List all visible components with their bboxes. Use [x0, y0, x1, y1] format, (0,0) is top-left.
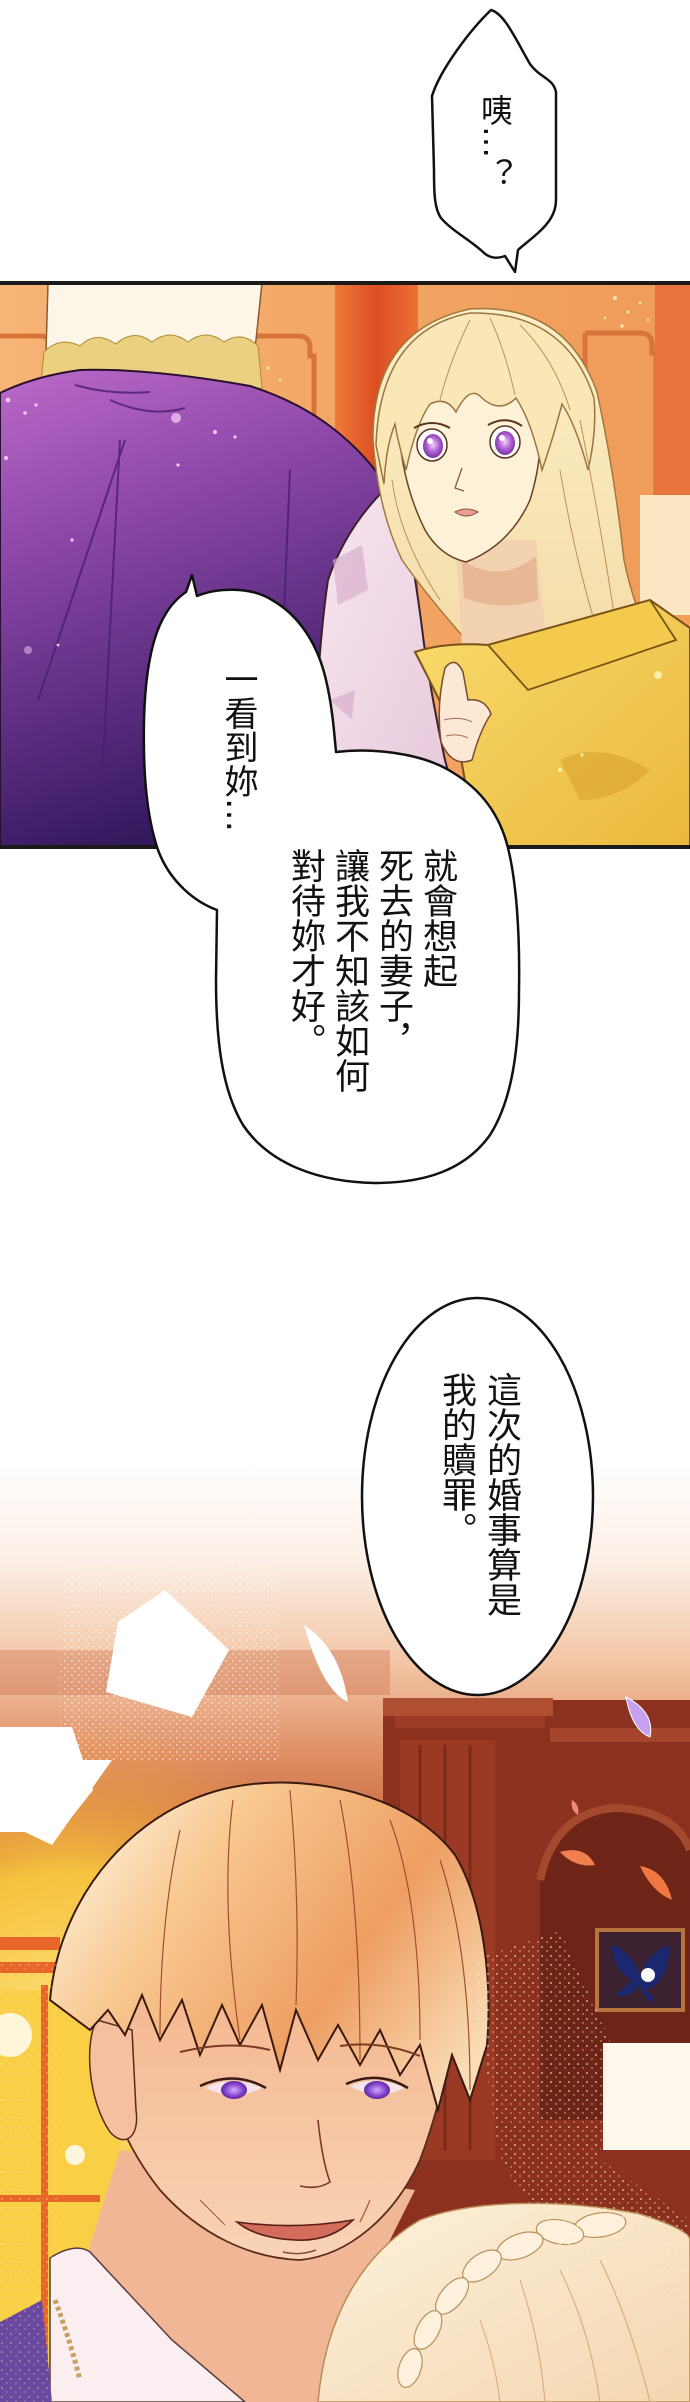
- butterfly-painting: [595, 1928, 685, 2012]
- white-petal: [304, 1625, 348, 1702]
- sparkle: [641, 1968, 655, 1982]
- man-eyes: [199, 2076, 409, 2099]
- bubble-4-line-1: 這次的婚事算是: [481, 1372, 521, 1617]
- bubble-3-line-2: 死去的妻子，: [373, 848, 413, 1058]
- woman-bangs: [375, 312, 596, 485]
- panel-2-illustration: [0, 1440, 690, 2402]
- sleeve-fold: [330, 690, 355, 720]
- speech-bubble-4: [360, 1296, 595, 1697]
- cornice: [383, 1698, 553, 1716]
- speech-bubble-1: [430, 8, 558, 274]
- panel-1-top-border: [0, 281, 690, 285]
- woman-hair-strands: [479, 2259, 651, 2402]
- woman-hand: [438, 661, 492, 763]
- gold-sparkles: [266, 296, 650, 382]
- blouse-shadow: [560, 752, 650, 800]
- man-mouth: [234, 2218, 356, 2241]
- bubble-4-text: 這次的婚事算是 我的贖罪。: [433, 1372, 523, 1672]
- man-chin-line: [282, 2249, 317, 2255]
- orange-petal: [640, 1866, 672, 1900]
- glitter-particles: [0, 1960, 60, 2402]
- smile-lines: [199, 2199, 371, 2226]
- man-eyebrows: [179, 2043, 421, 2057]
- cloak-sparkles: [4, 397, 237, 654]
- man-nose: [299, 2119, 331, 2189]
- cornice: [395, 1716, 545, 1728]
- speech-bubble-2-3: [142, 573, 521, 1185]
- woman-nose: [454, 467, 465, 492]
- bubble-3-line-1: 就會想起: [417, 848, 457, 988]
- glitter: [60, 1560, 280, 1760]
- bubble-3-line-3: 讓我不知該如何: [329, 848, 369, 1093]
- neck-shadow: [462, 556, 538, 606]
- bubble-3-text: 就會想起 死去的妻子， 讓我不知該如何 對待妳才好。: [283, 848, 459, 1148]
- glitter-particles: [470, 1930, 690, 2300]
- hair-strands: [391, 317, 616, 641]
- woman-eyes: [413, 419, 523, 462]
- man-hair-strands: [159, 1789, 471, 2091]
- bubble-3-line-4: 對待妳才好。: [285, 848, 325, 1058]
- bubble-2-line: 一看到妳…: [218, 662, 258, 832]
- orange-petal: [571, 1800, 579, 1815]
- bright-light: [603, 2043, 690, 2150]
- blouse-collar: [486, 598, 678, 692]
- bubble-4-line-2: 我的贖罪。: [436, 1372, 476, 1547]
- blouse-sparkles: [558, 671, 662, 772]
- purple-petal: [625, 1696, 652, 1738]
- wall-pillar: [655, 283, 690, 498]
- bright-window-light: [640, 495, 690, 615]
- bubble-1-text: 咦…？: [476, 94, 514, 314]
- bubble-2-text: 一看到妳…: [216, 662, 260, 882]
- butterfly-icon: [612, 1945, 670, 2002]
- bubble-1-line: 咦…？: [476, 94, 514, 190]
- cornice: [550, 1728, 690, 1742]
- man-ear: [88, 2019, 138, 2141]
- woman-mouth: [454, 508, 479, 517]
- sleeve-fold: [333, 545, 368, 605]
- orange-petal: [560, 1850, 595, 1866]
